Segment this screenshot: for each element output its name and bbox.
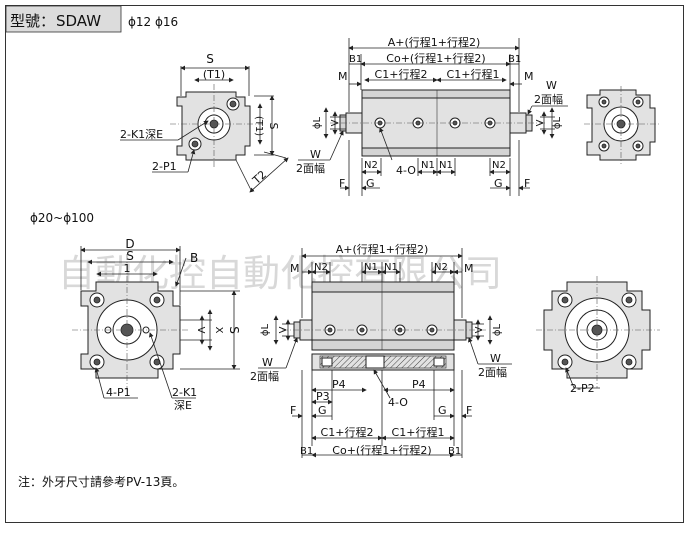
top-dim-W-left: W <box>310 148 321 161</box>
bottom-label-2-P2: 2-P2 <box>570 382 595 395</box>
model-name: SDAW <box>56 12 101 30</box>
top-dim-B1-right: B1 <box>508 54 521 65</box>
bottom-label-4-P1: 4-P1 <box>106 386 131 399</box>
bottom-label-4-O: 4-O <box>388 396 408 409</box>
top-dim-V-right: V <box>535 119 546 126</box>
bottom-dim-F-right: F <box>466 404 472 417</box>
bottom-label-2-K1: 2-K1 <box>172 386 197 399</box>
bottom-dim-G-right: G <box>438 404 447 417</box>
bottom-dim-N2-right: N2 <box>434 262 448 273</box>
top-dim-Co: Co+(行程1+行程2) <box>386 52 485 65</box>
bottom-dim-N2-left: N2 <box>314 262 328 273</box>
top-dim-G-left: G <box>366 177 375 190</box>
bottom-dim-X: X <box>213 327 224 334</box>
bottom-dim-N1-b: N1 <box>384 262 398 273</box>
bottom-dim-phiL-left: ϕL <box>260 323 271 336</box>
top-dim-A: A+(行程1+行程2) <box>388 36 481 49</box>
top-dim-N1-a: N1 <box>421 160 435 171</box>
top-dim-M-right: M <box>524 70 534 83</box>
top-dim-N2-left: N2 <box>364 160 378 171</box>
bottom-dim-F-left: F <box>290 404 296 417</box>
bottom-dim-C1-stroke1: C1+行程1 <box>392 426 445 439</box>
bottom-dim-S: S <box>126 249 134 263</box>
bottom-dim-B1-right: B1 <box>448 446 461 457</box>
drawing-frame <box>5 5 684 523</box>
bottom-dim-D: D <box>125 237 134 251</box>
top-dim-W-right: W <box>546 79 557 92</box>
top-dim-phiL-left: ϕL <box>312 116 323 129</box>
bottom-dim-phiL-right: ϕL <box>492 323 503 336</box>
model-header-box <box>5 5 122 33</box>
top-dim-B1-left: B1 <box>349 54 362 65</box>
bottom-dim-P3: P3 <box>316 390 330 403</box>
bottom-dim-P4-right: P4 <box>412 378 426 391</box>
top-dim-S-vertical: S <box>267 123 280 130</box>
bottom-dim-A: A+(行程1+行程2) <box>336 243 429 256</box>
bottom-dim-V-left: V <box>278 326 289 333</box>
footnote: 注：外牙尺寸請參考PV-13頁。 <box>18 474 184 489</box>
top-dim-M-left: M <box>338 70 348 83</box>
bottom-dim-W-left: W <box>262 356 273 369</box>
bottom-dim-S-vertical: S <box>227 326 241 334</box>
top-dim-V-left: V <box>330 119 341 126</box>
top-label-4-O: 4-O <box>396 164 416 177</box>
top-end-view <box>120 65 289 193</box>
size-range-small: ϕ12 ϕ16 <box>128 15 178 29</box>
bottom-dim-V: V <box>195 327 206 334</box>
bottom-dim-B1-left: B1 <box>300 446 313 457</box>
top-label-K1: 2-K1深E <box>120 128 163 141</box>
bottom-dim-B: B <box>190 251 198 265</box>
bottom-dim-Co: Co+(行程1+行程2) <box>332 444 431 457</box>
top-rear-view <box>584 86 660 164</box>
top-dim-T1: (T1) <box>203 68 225 81</box>
top-dim-N2-right: N2 <box>492 160 506 171</box>
top-dim-W-left-faces: 2面幅 <box>296 162 325 175</box>
bottom-dim-M-right: M <box>464 262 474 275</box>
bottom-end-view <box>72 246 240 399</box>
bottom-dim-W-right-faces: 2面幅 <box>478 366 507 379</box>
bottom-dim-V-right: V <box>474 326 485 333</box>
top-dim-F-left: F <box>339 177 345 190</box>
bottom-label-depth-E: 深E <box>174 399 192 412</box>
bottom-side-view <box>258 248 512 458</box>
bottom-dim-G-left: G <box>318 404 327 417</box>
top-side-view <box>298 38 568 196</box>
top-dim-F-right: F <box>524 177 530 190</box>
top-dim-N1-b: N1 <box>439 160 453 171</box>
size-range-large: ϕ20~ϕ100 <box>30 211 94 225</box>
bottom-dim-W-left-faces: 2面幅 <box>250 370 279 383</box>
model-prefix: 型號： <box>10 12 55 30</box>
bottom-dim-N1-a: N1 <box>364 262 378 273</box>
bottom-dim-C1-stroke2: C1+行程2 <box>321 426 374 439</box>
bottom-dim-P4-left: P4 <box>332 378 346 391</box>
top-dim-G-right: G <box>494 177 503 190</box>
bottom-dim-W-right: W <box>490 352 501 365</box>
top-dim-phiL-right: ϕL <box>552 116 563 129</box>
top-dim-S: S <box>206 52 214 66</box>
top-label-P1: 2-P1 <box>152 160 177 173</box>
top-dim-C1-stroke2: C1+行程2 <box>375 68 428 81</box>
top-dim-W-right-faces: 2面幅 <box>534 93 563 106</box>
bottom-rear-view <box>536 276 660 389</box>
top-dim-T1-vertical: (T1) <box>253 116 264 136</box>
top-dim-T2: T2 <box>249 168 269 188</box>
top-dim-C1-stroke1: C1+行程1 <box>447 68 500 81</box>
bottom-dim-M-left: M <box>290 262 300 275</box>
bottom-dim-1: 1 <box>124 262 131 275</box>
